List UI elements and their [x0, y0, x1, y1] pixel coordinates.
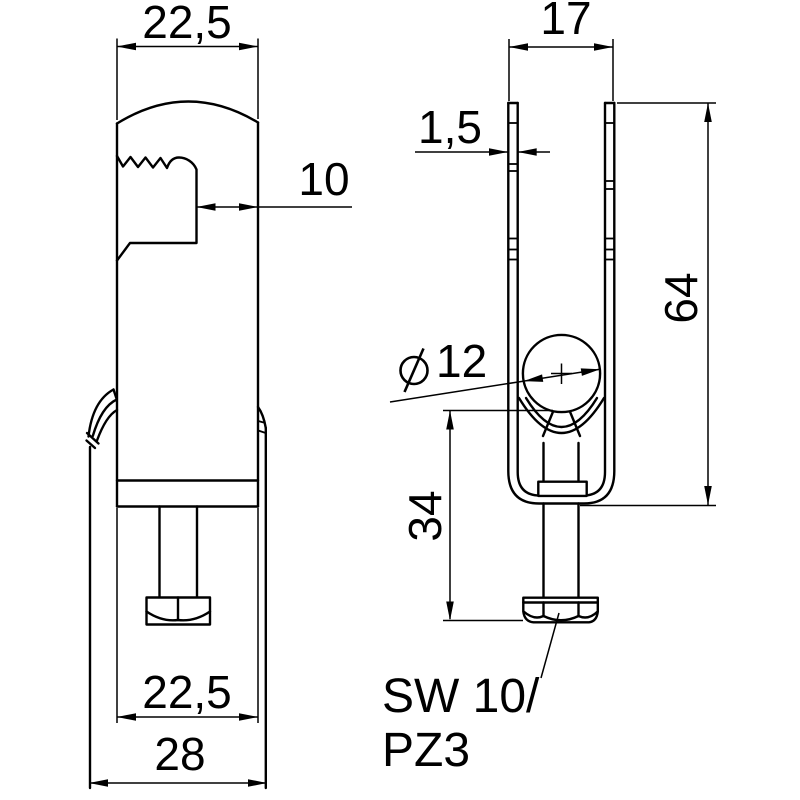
- dim-width-top: 22,5: [116, 0, 259, 120]
- strap-right: [256, 405, 267, 790]
- strap-left-cap-edge-a: [85, 431, 100, 445]
- dim-bolt-length: 34: [399, 409, 553, 622]
- hex-head-front-arc-right: [577, 610, 599, 619]
- bracket-outer-contour: [507, 101, 616, 505]
- strap-left-mid-bend: [91, 398, 118, 438]
- strap-left-cap-edge-b: [85, 439, 97, 450]
- strap-left-inner-bend: [95, 408, 119, 442]
- leg-bend-marks: [508, 122, 615, 261]
- dim-width-top-label: 22,5: [142, 0, 232, 48]
- dim-ball-diameter: 12: [389, 335, 601, 403]
- dim-jaw-opening: 10: [196, 153, 352, 211]
- dim-height: 64: [580, 102, 716, 507]
- dim-overall-width-label: 28: [154, 728, 205, 780]
- front-view: [507, 101, 616, 624]
- strap-left-outer-bend: [87, 388, 115, 438]
- drive-leader-line: [540, 612, 560, 679]
- cup-inner-arc: [524, 396, 599, 428]
- dim-material-thickness: 1,5: [415, 101, 550, 156]
- diameter-symbol: [399, 347, 429, 393]
- dim-overall-width: 28: [89, 728, 267, 787]
- dim-jaw-opening-label: 10: [298, 153, 349, 205]
- dim-height-label: 64: [655, 272, 707, 323]
- dim-ball-diameter-label: 12: [436, 335, 487, 387]
- dim-bracket-width: 17: [508, 0, 614, 101]
- clamp-profile: [115, 100, 260, 508]
- hex-head-side-arc-left: [145, 610, 180, 622]
- hex-head-side-arc-right: [176, 610, 212, 622]
- bolt-side: [145, 505, 212, 626]
- dim-bolt-length-label: 34: [399, 490, 451, 541]
- clamp-top-arc: [115, 100, 260, 125]
- dim-width-bottom: 22,5: [116, 508, 259, 723]
- hex-head-front-arc-left: [522, 610, 545, 619]
- strap-left-end-cap: [112, 388, 118, 401]
- strap-right-bend-mark-1: [257, 420, 266, 424]
- dimensions: 22,5 10 22,5 28: [89, 0, 716, 787]
- cup-outer-arc: [517, 396, 606, 435]
- strap-left: [85, 388, 119, 790]
- dim-material-thickness-label: 1,5: [418, 101, 482, 153]
- hex-head-front-arc-mid: [542, 614, 580, 622]
- dim-width-bottom-label: 22,5: [142, 666, 232, 718]
- diameter-leader-line: [389, 368, 601, 403]
- drive-label-line2: PZ3: [382, 724, 470, 777]
- bolt-front: [522, 441, 599, 624]
- side-view: [85, 100, 267, 790]
- captive-nut: [537, 480, 588, 498]
- dim-bracket-width-label: 17: [540, 0, 591, 44]
- drive-annotation: SW 10/ PZ3: [382, 612, 560, 777]
- drive-label-line1: SW 10/: [382, 670, 540, 723]
- strap-right-bend-mark-2: [257, 429, 266, 434]
- serrated-teeth-contour: [115, 154, 198, 262]
- strap-right-bend: [256, 405, 267, 430]
